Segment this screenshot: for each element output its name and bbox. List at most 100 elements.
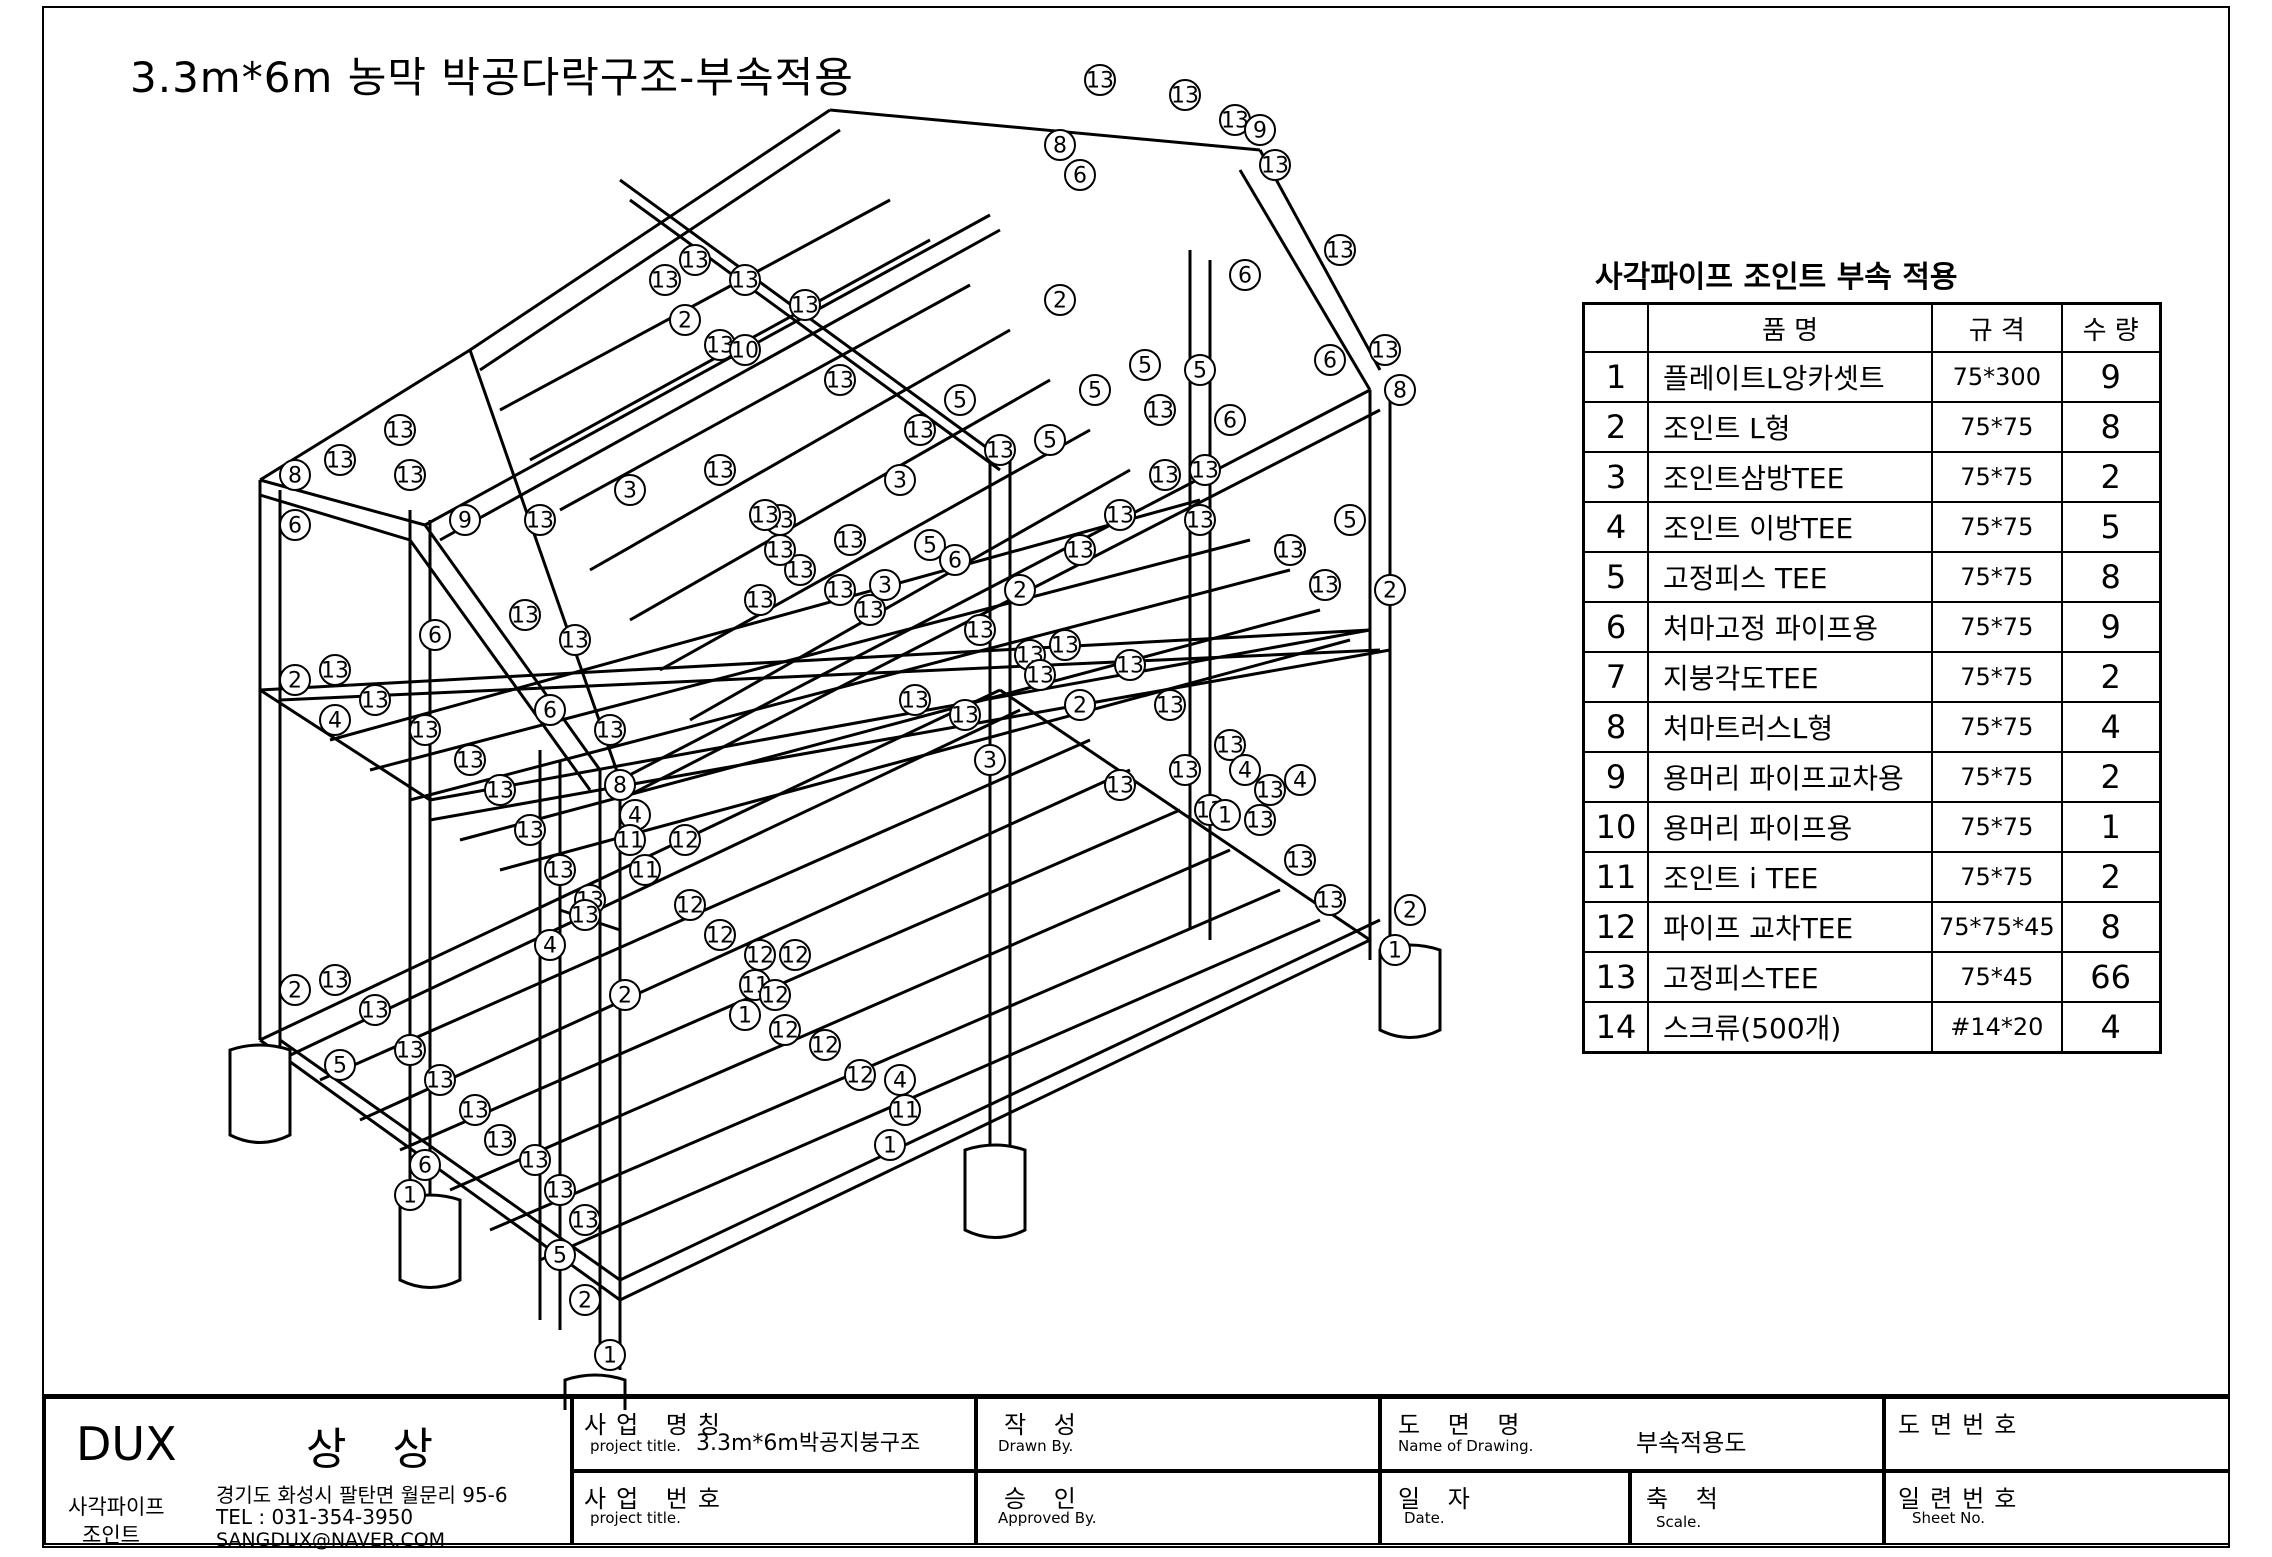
callout-13: 13 (559, 624, 591, 656)
callout-label: 10 (731, 339, 759, 364)
callout-12: 12 (844, 1059, 876, 1091)
callout-13: 13 (424, 1064, 456, 1096)
callout-label: 13 (1116, 654, 1144, 679)
callout-13: 13 (704, 329, 736, 361)
part-number: 5 (1582, 551, 1649, 603)
callout-5: 5 (1034, 424, 1066, 456)
callout-13: 13 (454, 744, 486, 776)
part-spec: 75*75 (1931, 751, 2063, 803)
callout-8: 8 (279, 459, 311, 491)
callout-12: 12 (779, 939, 811, 971)
callout-label: 5 (1088, 379, 1102, 404)
callout-label: 13 (486, 1129, 514, 1154)
callout-13: 13 (1114, 649, 1146, 681)
part-spec: #14*20 (1931, 1001, 2063, 1054)
callout-label: 13 (1256, 779, 1284, 804)
part-number: 8 (1582, 701, 1649, 753)
callout-label: 13 (1311, 574, 1339, 599)
part-spec: 75*75*45 (1931, 901, 2063, 953)
callout-13: 13 (359, 994, 391, 1026)
project-name-sub: project title. (590, 1437, 681, 1455)
callout-label: 11 (631, 859, 659, 884)
callout-label: 13 (651, 269, 679, 294)
callout-13: 13 (1049, 629, 1081, 661)
callout-label: 6 (428, 624, 442, 649)
callout-label: 12 (746, 944, 774, 969)
callout-13: 13 (394, 459, 426, 491)
callout-13: 13 (484, 1124, 516, 1156)
callout-8: 8 (1384, 374, 1416, 406)
callout-3: 3 (974, 744, 1006, 776)
callout-label: 13 (786, 559, 814, 584)
part-qty: 8 (2060, 401, 2162, 453)
callout-2: 2 (1004, 574, 1036, 606)
part-name: 용머리 파이프용 (1647, 801, 1933, 853)
callout-3: 3 (869, 569, 901, 601)
part-qty: 9 (2060, 351, 2162, 403)
company-cell: DUX 상 상 사각파이프 조인트 경기도 화성시 팔탄면 월문리 95-6 T… (44, 1397, 572, 1551)
part-name: 조인트 이방TEE (1647, 501, 1933, 553)
callout-label: 13 (571, 1209, 599, 1234)
part-spec: 75*75 (1931, 501, 2063, 553)
callout-13: 13 (319, 964, 351, 996)
callout-label: 4 (328, 709, 342, 734)
callout-1: 1 (1209, 799, 1241, 831)
callout-2: 2 (1064, 689, 1096, 721)
drawing-name-label: 도 면 명 (1398, 1411, 1530, 1439)
callout-13: 13 (899, 684, 931, 716)
callout-6: 6 (279, 509, 311, 541)
callout-label: 13 (546, 1179, 574, 1204)
callout-13: 13 (1214, 729, 1246, 761)
callout-13: 13 (1024, 659, 1056, 691)
callout-label: 13 (1106, 504, 1134, 529)
callout-label: 13 (1051, 634, 1079, 659)
part-number: 13 (1582, 951, 1649, 1003)
callout-6: 6 (419, 619, 451, 651)
callout-label: 11 (891, 1099, 919, 1124)
title-block: DUX 상 상 사각파이프 조인트 경기도 화성시 팔탄면 월문리 95-6 T… (44, 1394, 2230, 1551)
callout-13: 13 (569, 1204, 601, 1236)
callout-9: 9 (1244, 114, 1276, 146)
callout-label: 2 (578, 1289, 592, 1314)
company-sub1: 사각파이프 (68, 1495, 165, 1519)
col-qty: 수 량 (2060, 302, 2162, 353)
callout-label: 6 (288, 514, 302, 539)
callout-label: 13 (856, 599, 884, 624)
callout-13: 13 (1309, 569, 1341, 601)
part-qty: 2 (2060, 651, 2162, 703)
callout-2: 2 (1044, 284, 1076, 316)
callout-6: 6 (939, 544, 971, 576)
callout-13: 13 (1084, 64, 1116, 96)
callout-label: 5 (953, 389, 967, 414)
callout-2: 2 (279, 664, 311, 696)
callout-label: 13 (321, 659, 349, 684)
callout-13: 13 (384, 414, 416, 446)
callout-label: 13 (1146, 399, 1174, 424)
callout-6: 6 (1214, 404, 1246, 436)
callout-13: 13 (1184, 504, 1216, 536)
callout-13: 13 (409, 714, 441, 746)
callout-13: 13 (704, 454, 736, 486)
callout-label: 13 (1216, 734, 1244, 759)
parts-table-title: 사각파이프 조인트 부속 적용 (1595, 260, 1958, 295)
part-spec: 75*75 (1931, 851, 2063, 903)
callout-13: 13 (394, 1034, 426, 1066)
callout-label: 13 (681, 249, 709, 274)
col-no (1582, 302, 1649, 353)
callout-13: 13 (359, 684, 391, 716)
callout-13: 13 (514, 814, 546, 846)
callout-label: 3 (878, 574, 892, 599)
part-number: 14 (1582, 1001, 1649, 1054)
callout-label: 13 (526, 509, 554, 534)
part-number: 2 (1582, 401, 1649, 453)
callout-13: 13 (1369, 334, 1401, 366)
callout-13: 13 (1244, 804, 1276, 836)
callout-label: 1 (738, 1004, 752, 1029)
callout-8: 8 (1044, 129, 1076, 161)
callout-label: 13 (731, 269, 759, 294)
